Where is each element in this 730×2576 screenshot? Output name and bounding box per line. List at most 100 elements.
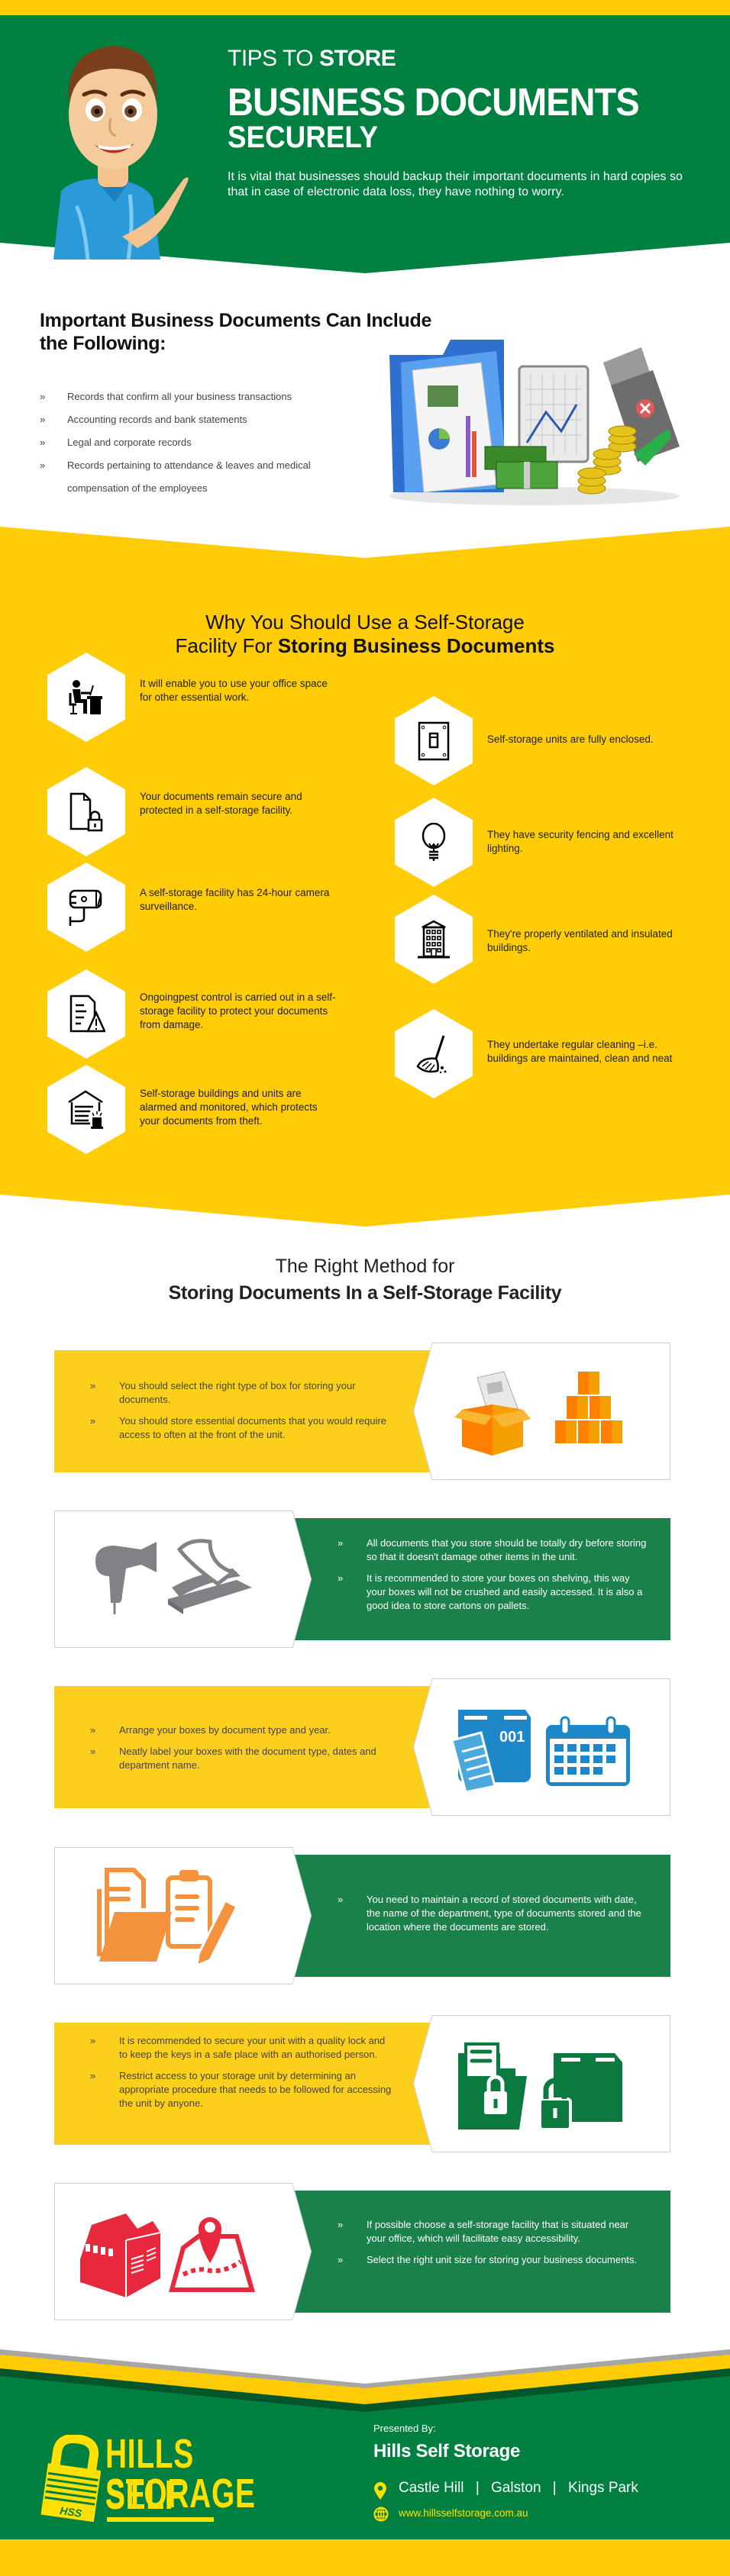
locked-folder-box-icon [458, 2042, 622, 2131]
method-card-2-band [294, 1518, 670, 1640]
method-card-3-bullets: »Arrange your boxes by document type and… [90, 1723, 396, 1780]
padlock-logo-icon: HSS [40, 2435, 101, 2523]
method-card-5-bullets: »It is recommended to secure your unit w… [90, 2034, 396, 2118]
list-item: »Records that confirm all your business … [40, 385, 360, 408]
list-item: »Arrange your boxes by document type and… [90, 1724, 331, 1736]
list-item: »All documents that you store should be … [338, 1537, 647, 1562]
why-section-title: Why You Should Use a Self-Storage Facili… [175, 611, 555, 657]
list-item: »Neatly label your boxes with the docume… [90, 1746, 376, 1771]
building-icon [418, 920, 450, 959]
svg-text:HSS: HSS [59, 2504, 82, 2520]
method-card-2-bullets: »All documents that you store should be … [338, 1536, 651, 1620]
hex-enclosed [395, 696, 473, 785]
chevron-icon: » [40, 459, 46, 471]
top-yellow-bar [0, 0, 730, 15]
why-text: A self-storage facility has 24-hour came… [140, 887, 330, 912]
chevron-icon: » [90, 2070, 96, 2081]
alarmed-garage-icon [68, 1090, 103, 1129]
document-boxes-icon [454, 1371, 622, 1456]
hex-warning-doc [47, 969, 125, 1059]
method-card-4-band [294, 1855, 670, 1977]
why-text: It will enable you to use your office sp… [140, 678, 328, 703]
logo-underline [107, 2517, 214, 2522]
chevron-icon: » [338, 2254, 344, 2265]
document-warning-icon [69, 995, 105, 1033]
why-text: Ongoingpest control is carried out in a … [140, 991, 336, 1030]
method-card-1-band [54, 1350, 440, 1472]
enclosed-door-icon [418, 721, 450, 761]
why-text: They undertake regular cleaning –i.e. bu… [487, 1039, 673, 1064]
box-label-text: 001 [499, 1729, 525, 1746]
list-item: »If possible choose a self-storage facil… [338, 2219, 629, 2244]
hero-title-line2: SECURELY [228, 121, 379, 154]
chevron-icon: » [40, 391, 46, 402]
website-link[interactable]: www.hillsselfstorage.com.au [399, 2507, 528, 2519]
light-bulb-icon [422, 823, 446, 861]
hero-pretitle: TIPS TO STORE [228, 46, 396, 71]
dryer-paper-icon [95, 1539, 252, 1614]
chevron-icon: » [338, 1572, 344, 1584]
list-item: »Select the right unit size for storing … [338, 2254, 638, 2265]
chevron-icon: » [90, 2035, 96, 2046]
method-card-4-chevron-border [292, 1847, 312, 1984]
method-card-5-chevron-border [413, 2015, 433, 2152]
chevron-icon: » [90, 1724, 96, 1736]
list-item: »You should select the right type of box… [90, 1380, 356, 1405]
hex-alarm [47, 1065, 125, 1154]
hex-cleaning [395, 1009, 473, 1098]
chevron-icon: » [338, 2219, 344, 2230]
globe-icon [373, 2507, 389, 2522]
method-card-3-chevron-border [413, 1678, 433, 1816]
hex-light [395, 798, 473, 887]
business-documents-illustration [389, 340, 680, 505]
hero-description: It is vital that businesses should backu… [228, 170, 683, 198]
hex-camera [47, 862, 125, 952]
method-card-1-image-box [413, 1343, 670, 1480]
location-galston: Galston [491, 2480, 541, 2496]
method-card-2-chevron-border [292, 1510, 312, 1648]
hex-locked-doc [47, 767, 125, 856]
list-item: »You should store essential documents th… [90, 1415, 387, 1440]
hero-title-line1: BUSINESS DOCUMENTS [228, 80, 640, 124]
presented-by-label: Presented By: [373, 2423, 436, 2434]
chevron-icon: » [40, 437, 46, 448]
why-text: They're properly ventilated and insulate… [487, 928, 673, 953]
company-name: Hills Self Storage [373, 2441, 520, 2462]
method-card-6-bullets: »If possible choose a self-storage facil… [338, 2218, 651, 2275]
warehouse-map-icon [80, 2213, 255, 2297]
broom-icon [416, 1035, 447, 1074]
logo-text-line2: STORAGE [105, 2471, 256, 2516]
chevron-icon: » [90, 1415, 96, 1427]
locations-list: Castle Hill | Galston | Kings Park [399, 2480, 638, 2497]
chevron-icon: » [90, 1746, 96, 1757]
logo-text-line1: HILLS SELF [105, 2431, 194, 2518]
chevron-icon: » [90, 1380, 96, 1391]
method-card-1-chevron-border [413, 1343, 433, 1480]
list-item: »It is recommended to store your boxes o… [338, 1572, 643, 1611]
important-docs-title: Important Business Documents Can Include… [40, 310, 432, 354]
cartoon-man-pointing-icon [53, 46, 189, 260]
location-pin-icon [374, 2482, 386, 2500]
list-item: »It is recommended to secure your unit w… [90, 2035, 386, 2060]
method-card-2-image-box [54, 1510, 312, 1648]
hex-building [395, 895, 473, 984]
why-text: Your documents remain secure and protect… [140, 791, 302, 816]
method-card-5-band [54, 2023, 440, 2145]
location-kings-park: Kings Park [568, 2480, 638, 2496]
labeled-box-calendar-icon: 001 [451, 1710, 630, 1794]
method-card-3-band [54, 1686, 440, 1808]
office-desk-icon [69, 680, 102, 714]
list-item: »Restrict access to your storage unit by… [90, 2070, 392, 2109]
method-card-6-chevron-border [292, 2183, 312, 2320]
why-text: Self-storage units are fully enclosed. [487, 733, 654, 745]
hills-self-storage-logo: HSS HILLS SELF STORAGE [38, 2431, 344, 2526]
list-item: »Records pertaining to attendance & leav… [40, 454, 360, 500]
security-camera-icon [69, 889, 102, 926]
why-text: They have security fencing and excellent… [487, 829, 673, 854]
chevron-icon: » [338, 1537, 344, 1549]
hex-office [47, 653, 125, 742]
footer-bottom-yellow-bar [0, 2539, 730, 2576]
list-item: »Legal and corporate records [40, 431, 360, 454]
locked-document-icon [69, 792, 103, 832]
chevron-icon: » [338, 1894, 344, 1905]
